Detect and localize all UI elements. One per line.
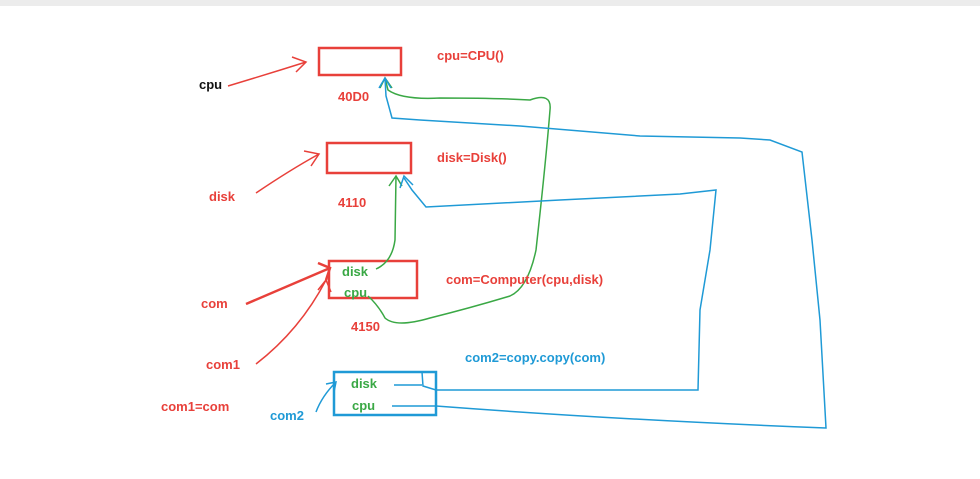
cpu-object-address: 40D0 bbox=[338, 89, 370, 104]
disk-object-box bbox=[325, 141, 413, 175]
com1-variable-label: com1 bbox=[206, 357, 240, 372]
top-bar bbox=[0, 0, 980, 6]
copy-cpu-field: cpu bbox=[352, 398, 376, 413]
disk-ref-arrow bbox=[255, 150, 321, 194]
copy-cpu-field-arrow bbox=[378, 76, 827, 429]
com1-assign-label: com1=com bbox=[161, 399, 230, 414]
computer-object-box bbox=[327, 259, 419, 300]
copy-object-box bbox=[332, 370, 438, 417]
copy-disk-field-arrow bbox=[394, 174, 717, 391]
disk-object-address: 4110 bbox=[338, 195, 367, 210]
cpu-object-expr: cpu=CPU() bbox=[437, 48, 504, 63]
cpu-variable-label: cpu bbox=[199, 77, 223, 92]
com-ref-arrow bbox=[245, 261, 332, 306]
com1-ref-arrow bbox=[255, 278, 332, 365]
computer-object-expr: com=Computer(cpu,disk) bbox=[446, 272, 604, 287]
computer-cpu-field: cpu bbox=[344, 285, 368, 300]
disk-variable-label: disk bbox=[209, 189, 236, 204]
com2-ref-arrow bbox=[315, 381, 337, 413]
copy-object-expr: com2=copy.copy(com) bbox=[465, 350, 606, 365]
computer-disk-field-arrow bbox=[375, 174, 403, 270]
copy-disk-field: disk bbox=[351, 376, 378, 391]
computer-disk-field: disk bbox=[342, 264, 369, 279]
disk-object-expr: disk=Disk() bbox=[437, 150, 507, 165]
com-variable-label: com bbox=[201, 296, 228, 311]
cpu-ref-arrow bbox=[227, 56, 308, 87]
com2-variable-label: com2 bbox=[270, 408, 304, 423]
computer-object-address: 4150 bbox=[351, 319, 380, 334]
cpu-object-box bbox=[317, 46, 403, 77]
